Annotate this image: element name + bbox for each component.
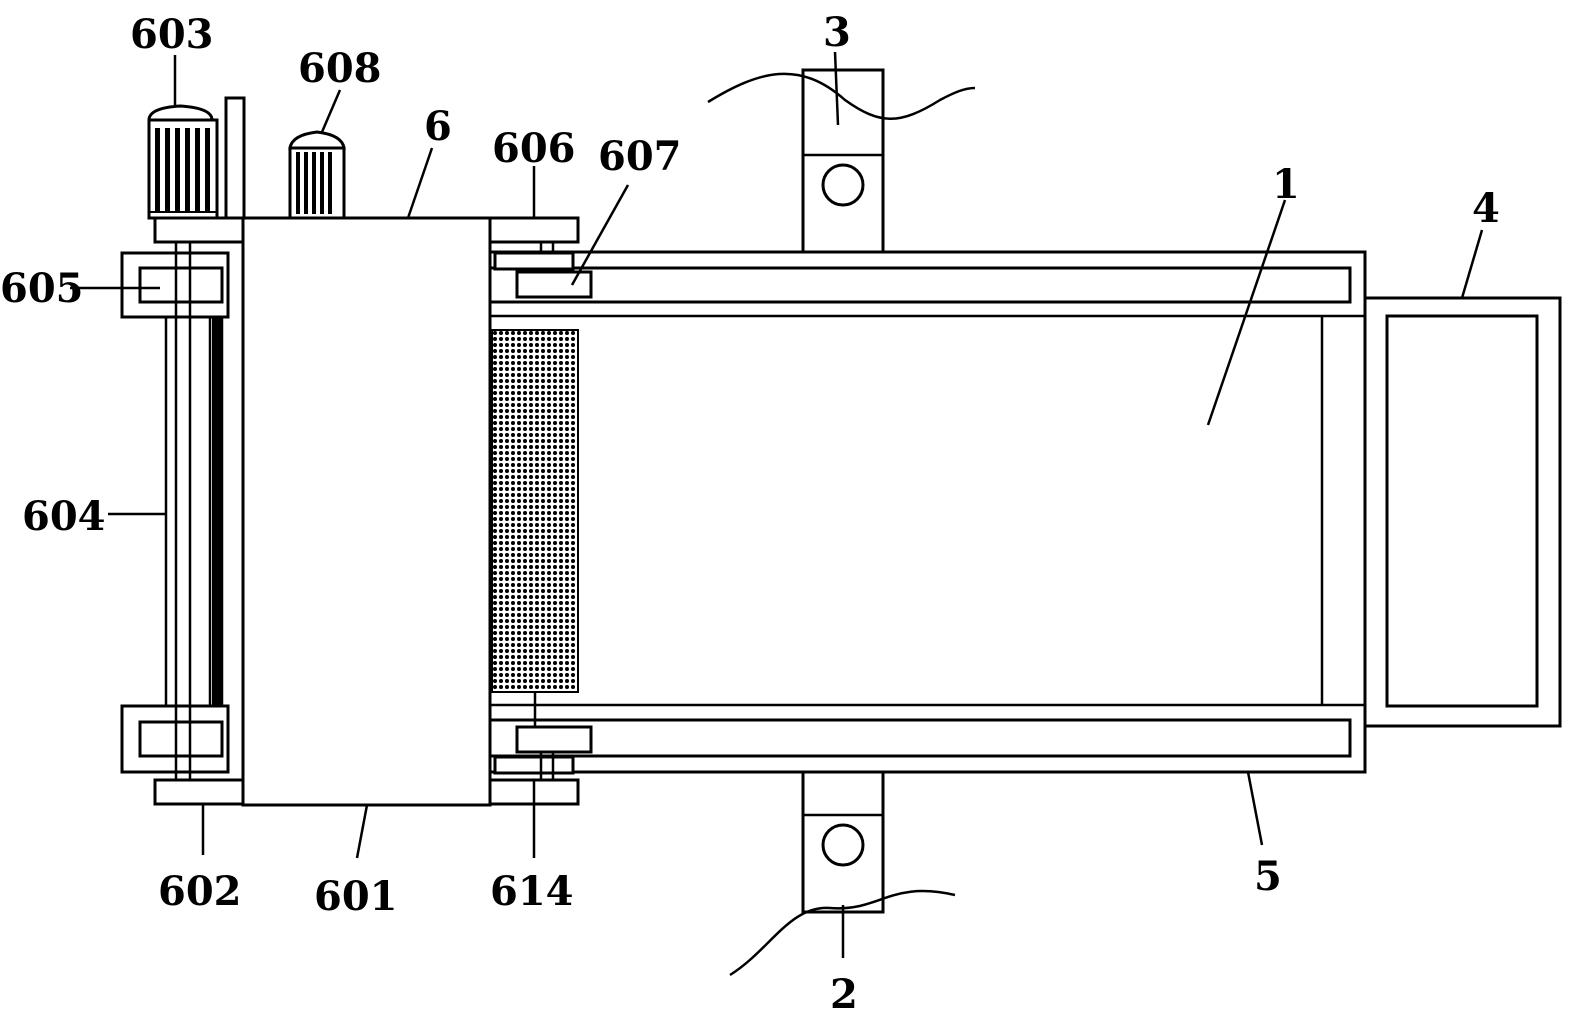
label-601: 601: [314, 873, 398, 920]
label-605: 605: [0, 265, 84, 312]
motor-608: [288, 130, 346, 220]
mesh-strip: [491, 329, 579, 693]
label-3: 3: [823, 9, 851, 56]
label-602: 602: [158, 868, 242, 915]
left-screw-mechanism: [120, 242, 230, 780]
label-603: 603: [130, 11, 214, 58]
label-604: 604: [22, 493, 106, 540]
label-4: 4: [1472, 185, 1500, 232]
label-5: 5: [1254, 853, 1282, 900]
label-606: 606: [492, 125, 576, 172]
label-608: 608: [298, 45, 382, 92]
labels: 603 608 3 6 606 607 1 4 605 604 602 601 …: [0, 9, 1500, 1018]
main-housing: [153, 96, 492, 807]
label-614: 614: [490, 868, 574, 915]
motor-603: [147, 104, 219, 220]
label-607: 607: [598, 133, 682, 180]
end-box: [1363, 296, 1562, 728]
top-bracket: [707, 68, 976, 254]
bottom-bracket: [729, 770, 956, 977]
main-frame: [488, 250, 1367, 774]
label-1: 1: [1272, 161, 1300, 208]
label-2: 2: [830, 971, 858, 1018]
label-6: 6: [424, 103, 452, 150]
leader-lines: [70, 51, 1484, 958]
